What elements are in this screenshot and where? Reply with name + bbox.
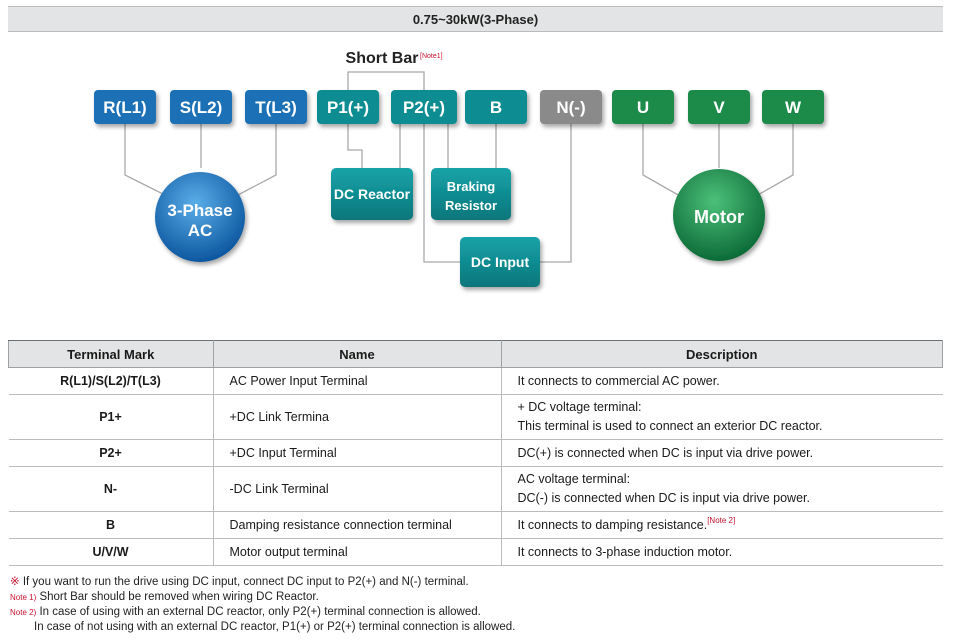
short-bar-label: Short Bar — [346, 50, 419, 67]
note-2-label: Note 2) — [10, 608, 37, 617]
motor-circle: Motor — [673, 169, 765, 261]
braking-resistor-label-1: Braking — [447, 179, 495, 194]
footnote-2-continued: In case of not using with an external DC… — [34, 621, 516, 633]
braking-resistor-label-2: Resistor — [445, 198, 497, 213]
table-row: R(L1)/S(L2)/T(L3) AC Power Input Termina… — [8, 367, 943, 395]
table-row: U/V/W Motor output terminal It connects … — [8, 538, 943, 566]
terminal-desc-cell: It connects to commercial AC power. — [501, 367, 943, 395]
svg-text:U: U — [637, 98, 649, 117]
dc-reactor-box: DC Reactor — [331, 168, 413, 220]
terminal-r: R(L1) — [94, 90, 156, 124]
ac-source-label-2: AC — [188, 221, 213, 240]
dc-input-box: DC Input — [460, 237, 540, 287]
footnotes: ※ If you want to run the drive using DC … — [10, 575, 515, 635]
note-2-ref: [Note 2] — [707, 515, 736, 525]
footnote-1: Note 1) Short Bar should be removed when… — [10, 591, 319, 603]
terminal-mark-cell: P2+ — [8, 439, 214, 467]
terminal-desc-cell: AC voltage terminal: DC(-) is connected … — [501, 466, 943, 512]
dc-reactor-label: DC Reactor — [334, 186, 411, 202]
motor-label: Motor — [694, 207, 744, 227]
terminal-mark-cell: B — [8, 511, 214, 539]
header-name: Name — [212, 340, 502, 368]
terminal-p2: P2(+) — [391, 90, 457, 124]
wiring-lines — [124, 71, 794, 263]
short-bar-note: [Note1] — [420, 53, 443, 60]
terminal-desc-cell: DC(+) is connected when DC is input via … — [501, 439, 943, 467]
svg-text:T(L3): T(L3) — [255, 98, 297, 117]
svg-text:W: W — [785, 98, 802, 117]
section-title: 0.75~30kW(3-Phase) — [412, 11, 539, 27]
footnote-2: Note 2) In case of using with an externa… — [10, 606, 481, 618]
wiring-diagram: Short Bar [Note1] R(L1) S(L2) T(L3) P1(+… — [94, 50, 824, 287]
table-row: P1+ +DC Link Termina + DC voltage termin… — [8, 394, 943, 440]
terminal-s: S(L2) — [170, 90, 232, 124]
svg-text:V: V — [713, 98, 725, 117]
terminal-desc-cell: It connects to 3-phase induction motor. — [501, 538, 943, 566]
svg-text:S(L2): S(L2) — [180, 98, 223, 117]
terminal-p1: P1(+) — [317, 90, 379, 124]
terminal-name-cell: Damping resistance connection terminal — [213, 511, 502, 539]
note-1-label: Note 1) — [10, 593, 37, 602]
terminal-name-cell: +DC Input Terminal — [213, 439, 502, 467]
table-row: P2+ +DC Input Terminal DC(+) is connecte… — [8, 439, 943, 467]
braking-resistor-box: Braking Resistor — [431, 168, 511, 220]
svg-text:P2(+): P2(+) — [403, 98, 445, 117]
dc-input-label: DC Input — [471, 254, 530, 270]
svg-text:P1(+): P1(+) — [327, 98, 369, 117]
terminal-b: B — [465, 90, 527, 124]
table-row: N- -DC Link Terminal AC voltage terminal… — [8, 466, 943, 512]
ac-source-label-1: 3-Phase — [167, 201, 232, 220]
ac-source-circle: 3-Phase AC — [155, 172, 245, 262]
terminal-mark-cell: N- — [8, 466, 214, 512]
terminal-mark-cell: U/V/W — [8, 538, 214, 566]
terminal-n: N(-) — [540, 90, 602, 124]
terminal-desc-cell: + DC voltage terminal: This terminal is … — [501, 394, 943, 440]
terminal-row: R(L1) S(L2) T(L3) P1(+) P2(+) B N(-) U — [94, 90, 824, 124]
svg-text:R(L1): R(L1) — [103, 98, 146, 117]
terminal-mark-cell: R(L1)/S(L2)/T(L3) — [8, 367, 214, 395]
terminal-u: U — [612, 90, 674, 124]
terminal-v: V — [688, 90, 750, 124]
terminal-desc-cell: It connects to damping resistance.[Note … — [501, 511, 943, 539]
header-description: Description — [500, 340, 943, 368]
svg-text:N(-): N(-) — [556, 98, 585, 117]
terminal-name-cell: AC Power Input Terminal — [213, 367, 502, 395]
section-title-bar: 0.75~30kW(3-Phase) — [8, 6, 943, 32]
terminal-name-cell: Motor output terminal — [213, 538, 502, 566]
footnote-dc-input: ※ If you want to run the drive using DC … — [10, 576, 469, 588]
table-row: B Damping resistance connection terminal… — [8, 511, 943, 539]
terminal-t: T(L3) — [245, 90, 307, 124]
terminal-name-cell: -DC Link Terminal — [213, 466, 502, 512]
svg-text:B: B — [490, 98, 502, 117]
terminal-mark-cell: P1+ — [8, 394, 214, 440]
table-header-row: Terminal Mark Name Description — [8, 340, 943, 368]
terminal-w: W — [762, 90, 824, 124]
terminal-table: Terminal Mark Name Description R(L1)/S(L… — [8, 340, 943, 566]
header-terminal-mark: Terminal Mark — [8, 340, 214, 368]
terminal-name-cell: +DC Link Termina — [213, 394, 502, 440]
reference-mark: ※ — [10, 576, 20, 588]
